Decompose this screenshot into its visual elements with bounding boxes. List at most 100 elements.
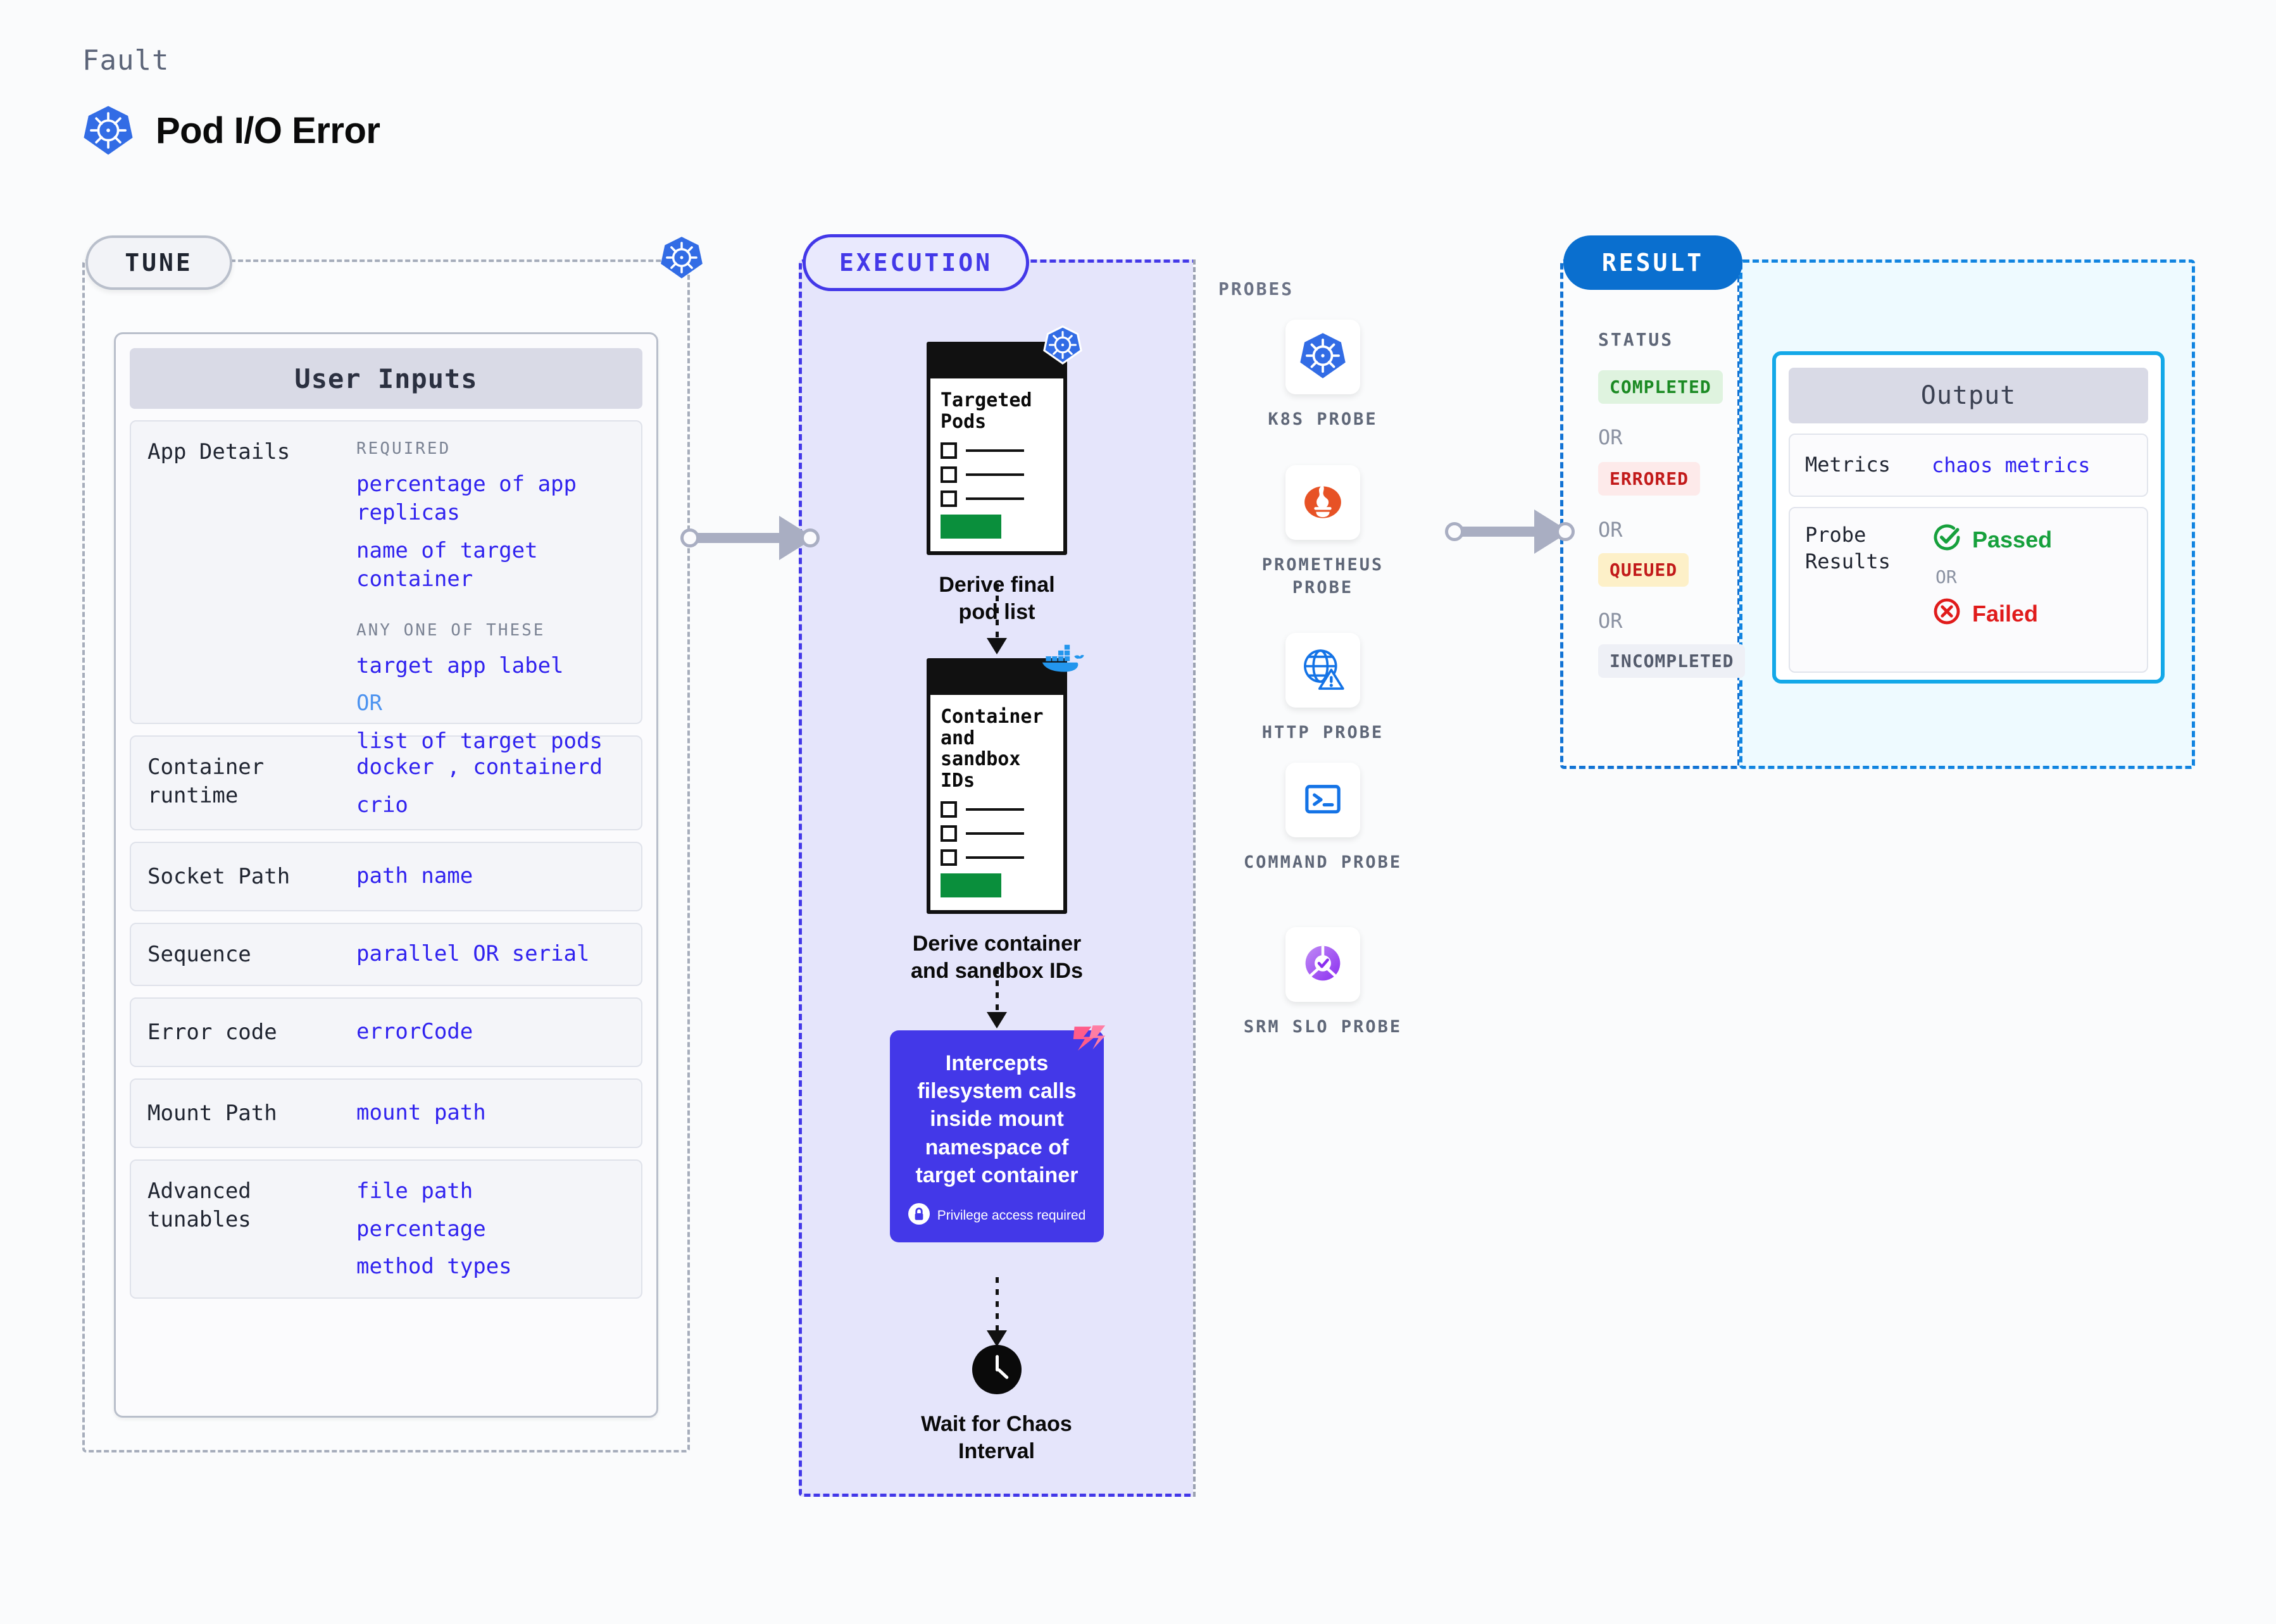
placeholder-line	[966, 497, 1024, 501]
stage-pill-execution[interactable]: EXECUTION	[803, 234, 1029, 291]
probe-prometheus[interactable]: PROMETHEUS PROBE	[1228, 465, 1418, 600]
flow-node-targeted-pods: Targeted Pods Derive final pod list	[927, 325, 1082, 625]
checkbox-icon	[941, 801, 957, 818]
checkbox-icon	[941, 442, 957, 459]
connector-endpoint	[680, 528, 699, 547]
kubernetes-icon	[82, 104, 134, 156]
chaos-action-card: Intercepts filesystem calls inside mount…	[890, 1025, 1106, 1242]
list-item	[941, 466, 1053, 484]
connector-tune-to-execution	[680, 516, 820, 560]
document-body: Targeted Pods	[930, 378, 1063, 551]
document-title: Targeted Pods	[941, 389, 1032, 433]
row-label: Sequence	[147, 941, 251, 967]
checkbox-icon	[941, 825, 957, 842]
probe-k8s[interactable]: K8S PROBE	[1228, 320, 1418, 431]
probe-label: K8S PROBE	[1268, 409, 1378, 429]
status-or: OR	[1598, 425, 1623, 449]
placeholder-line	[966, 449, 1024, 453]
chaos-action-text: Intercepts filesystem calls inside mount…	[915, 1051, 1079, 1187]
row-values: path name	[356, 862, 625, 891]
status-bar	[941, 515, 1001, 539]
placeholder-line	[966, 856, 1024, 859]
row-value: percentage of app replicas	[356, 471, 577, 526]
table-row: Advanced tunables file path percentage m…	[130, 1159, 642, 1299]
globe-warning-icon	[1299, 646, 1346, 696]
placeholder-line	[966, 808, 1024, 811]
row-values: docker , containerd crio	[356, 753, 625, 818]
probes-title: PROBES	[1218, 278, 1294, 299]
flow-node-container-ids: Container and sandbox IDs Derive contain…	[911, 644, 1084, 984]
table-row: Socket Path path name	[130, 842, 642, 911]
flow-arrow	[987, 1277, 1007, 1347]
flow-node-caption: Wait for Chaos Interval	[921, 1412, 1072, 1463]
execution-flow: Targeted Pods Derive final pod list	[799, 259, 1194, 1497]
checkbox-icon	[941, 490, 957, 508]
connector-execution-to-result	[1445, 509, 1575, 554]
kubernetes-icon	[1043, 325, 1082, 368]
slo-gauge-icon	[1299, 939, 1347, 990]
arrow-tip	[987, 1330, 1007, 1347]
row-values: mount path	[356, 1099, 625, 1128]
row-value: percentage	[356, 1216, 486, 1242]
arrow-tip	[987, 1012, 1007, 1028]
connector-line	[696, 533, 788, 543]
stage-pill-result[interactable]: RESULT	[1563, 235, 1742, 290]
x-circle-icon	[1932, 596, 1962, 632]
probe-label: COMMAND PROBE	[1243, 853, 1403, 872]
kubernetes-icon	[1299, 332, 1347, 383]
output-or: OR	[1935, 566, 1957, 587]
table-row: Error code errorCode	[130, 997, 642, 1067]
row-value: docker , containerd	[356, 754, 603, 780]
probe-result-failed-label: Failed	[1972, 601, 2039, 627]
probe-label: PROMETHEUS PROBE	[1261, 555, 1384, 598]
row-value: file path	[356, 1178, 473, 1204]
table-row: Sequence parallel OR serial	[130, 923, 642, 986]
prometheus-icon	[1299, 477, 1347, 528]
row-label: Socket Path	[147, 863, 291, 889]
check-circle-icon	[1932, 522, 1962, 558]
connector-endpoint	[1445, 522, 1464, 541]
probe-tile	[1285, 763, 1360, 837]
probe-tile	[1285, 633, 1360, 708]
output-value: chaos metrics	[1932, 453, 2091, 477]
status-badge-errored: ERRORED	[1598, 462, 1701, 496]
probe-http[interactable]: HTTP PROBE	[1228, 633, 1418, 744]
stage-pill-tune[interactable]: TUNE	[85, 235, 232, 290]
list-item	[941, 825, 1053, 842]
row-values: parallel OR serial	[356, 940, 625, 969]
litmus-icon	[1072, 1024, 1106, 1056]
probe-label: SRM SLO PROBE	[1243, 1017, 1403, 1037]
probe-tile	[1285, 927, 1360, 1002]
row-values: file path percentage method types	[356, 1177, 625, 1281]
lock-icon	[908, 1202, 930, 1228]
probe-tile	[1285, 465, 1360, 540]
checkbox-icon	[941, 466, 957, 484]
arrow-tip	[987, 638, 1007, 654]
row-value: method types	[356, 1254, 512, 1280]
arrow-line	[995, 968, 999, 1012]
clock-icon	[972, 1345, 1022, 1394]
document-title: Container and sandbox IDs	[941, 706, 1044, 792]
output-title: Output	[1789, 368, 2148, 423]
fault-title-row: Pod I/O Error	[82, 104, 380, 156]
row-label: Container runtime	[147, 754, 265, 808]
output-label: Probe Results	[1805, 523, 1891, 573]
flow-node-wait: Wait for Chaos Interval	[910, 1345, 1084, 1465]
table-row: Mount Path mount path	[130, 1078, 642, 1148]
group-heading: ANY ONE OF THESE	[356, 621, 546, 640]
output-card: Output Metrics chaos metrics Probe Resul…	[1772, 351, 2165, 684]
checkbox-icon	[941, 849, 957, 866]
privilege-note: Privilege access required	[904, 1202, 1090, 1228]
status-or: OR	[1598, 609, 1623, 633]
flow-node-chaos-action: Intercepts filesystem calls inside mount…	[890, 1025, 1106, 1242]
row-label: Advanced tunables	[147, 1178, 251, 1232]
probe-command[interactable]: COMMAND PROBE	[1228, 763, 1418, 874]
connector-endpoint	[801, 528, 820, 547]
probe-label: HTTP PROBE	[1261, 723, 1384, 742]
connector-line	[1460, 527, 1543, 537]
list-item	[941, 801, 1053, 818]
row-value: list of target pods	[356, 728, 603, 754]
probe-srm-slo[interactable]: SRM SLO PROBE	[1228, 927, 1418, 1039]
document-body: Container and sandbox IDs	[930, 695, 1063, 910]
